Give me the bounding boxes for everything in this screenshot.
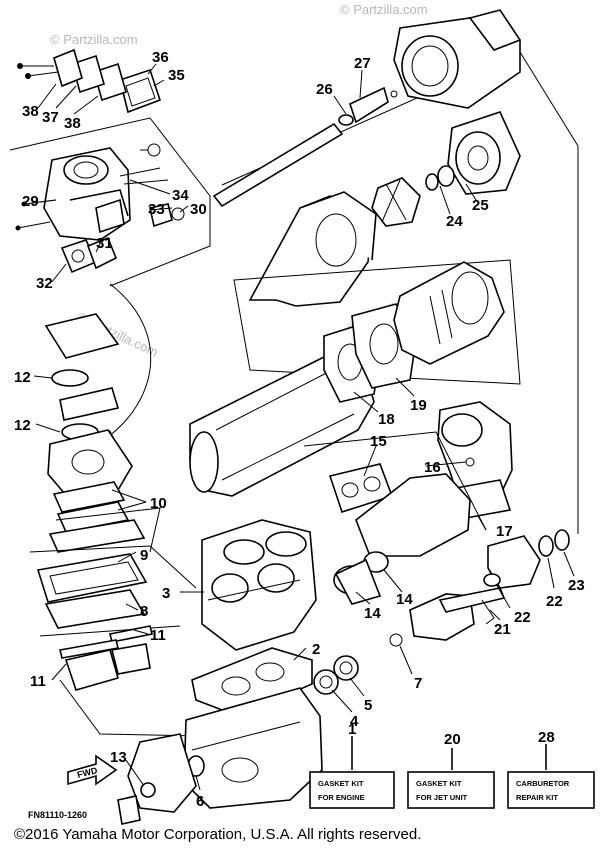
- callout-35: 35: [168, 67, 185, 84]
- callout-28: 28: [538, 729, 555, 746]
- callout-30: 30: [190, 201, 207, 218]
- kit-label: FOR ENGINE: [318, 793, 365, 802]
- callout-24: 24: [446, 213, 463, 230]
- kit-label: GASKET KIT: [416, 779, 462, 788]
- callout-32: 32: [36, 275, 53, 292]
- jet-pump-group: [212, 9, 579, 534]
- callout-14: 14: [396, 591, 413, 608]
- kit-boxes: GASKET KIT FOR ENGINE GASKET KIT FOR JET…: [309, 736, 595, 809]
- callout-3: 3: [162, 585, 170, 602]
- leader-lines: [33, 63, 575, 791]
- callout-11: 11: [150, 627, 166, 644]
- kit-label: CARBURETOR: [516, 779, 570, 788]
- callout-14: 14: [364, 605, 381, 622]
- engine-group: [29, 313, 359, 825]
- callout-12: 12: [14, 417, 31, 434]
- callout-26: 26: [316, 81, 333, 98]
- callout-27: 27: [354, 55, 371, 72]
- watermark: © Partzilla.com: [340, 2, 428, 17]
- figure-code: FN81110-1260: [28, 810, 87, 820]
- callout-22: 22: [546, 593, 563, 610]
- callout-10: 10: [150, 495, 167, 512]
- callout-19: 19: [410, 397, 427, 414]
- callout-34: 34: [172, 187, 189, 204]
- callout-17: 17: [496, 523, 513, 540]
- callout-18: 18: [378, 411, 395, 428]
- callout-23: 23: [568, 577, 585, 594]
- callout-5: 5: [364, 697, 372, 714]
- gasket-kit-engine-box: [309, 771, 395, 809]
- callout-20: 20: [444, 731, 461, 748]
- callout-2: 2: [312, 641, 320, 658]
- callout-9: 9: [140, 547, 148, 564]
- callout-36: 36: [152, 49, 169, 66]
- carburetor-kit-box: [507, 771, 595, 809]
- callout-37: 37: [42, 109, 59, 126]
- callout-12: 12: [14, 369, 31, 386]
- exhaust-group: [189, 259, 570, 647]
- callout-11: 11: [30, 673, 46, 690]
- callout-16: 16: [424, 459, 441, 476]
- gasket-kit-jet-box: [407, 771, 495, 809]
- fwd-label: FWD: [76, 765, 99, 780]
- callout-25: 25: [472, 197, 489, 214]
- callout-8: 8: [140, 603, 148, 620]
- kit-label: FOR JET UNIT: [416, 793, 468, 802]
- watermark: © Partzilla.com: [50, 32, 138, 47]
- callout-38: 38: [22, 103, 39, 120]
- kit-label: REPAIR KIT: [516, 793, 558, 802]
- callout-4: 4: [350, 713, 359, 730]
- callout-13: 13: [110, 749, 127, 766]
- callout-33: 33: [148, 201, 165, 218]
- callout-1: 1: [348, 721, 356, 738]
- copyright-notice: ©2016 Yamaha Motor Corporation, U.S.A. A…: [14, 826, 422, 843]
- callout-7: 7: [414, 675, 422, 692]
- callout-38: 38: [64, 115, 81, 132]
- callout-numbers: 26 27 36 35 38 37 38 29 34 33 30 31 32 2…: [14, 49, 585, 810]
- carburetor-group: [9, 48, 211, 441]
- callout-29: 29: [22, 193, 39, 210]
- callout-21: 21: [494, 621, 511, 638]
- kit-label: GASKET KIT: [318, 779, 364, 788]
- callout-6: 6: [196, 793, 204, 810]
- callout-15: 15: [370, 433, 387, 450]
- callout-22: 22: [514, 609, 531, 626]
- callout-31: 31: [96, 235, 113, 252]
